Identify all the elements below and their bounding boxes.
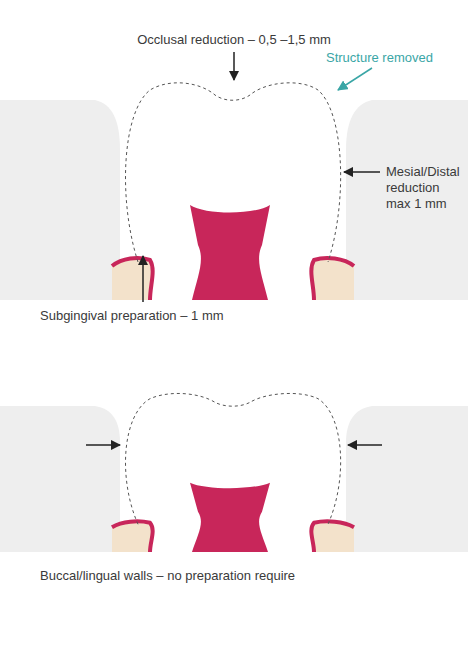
removed-arrow	[338, 68, 372, 90]
lingual-arrow	[348, 444, 382, 446]
subgingival-label: Subgingival preparation – 1 mm	[40, 308, 300, 324]
subgingival-arrow	[142, 256, 144, 302]
occlusal-arrow	[233, 52, 235, 80]
prepared-tooth-top	[0, 83, 468, 300]
buccal-label: Buccal/lingual walls – no preparation re…	[40, 568, 440, 584]
mesial-arrow	[344, 171, 380, 173]
buccal-arrow	[86, 444, 120, 446]
prepared-tooth-bottom	[0, 393, 468, 552]
removed-label: Structure removed	[326, 50, 464, 66]
occlusal-label: Occlusal reduction – 0,5 –1,5 mm	[104, 32, 364, 48]
mesial-label: Mesial/Distal reduction max 1 mm	[386, 164, 464, 212]
